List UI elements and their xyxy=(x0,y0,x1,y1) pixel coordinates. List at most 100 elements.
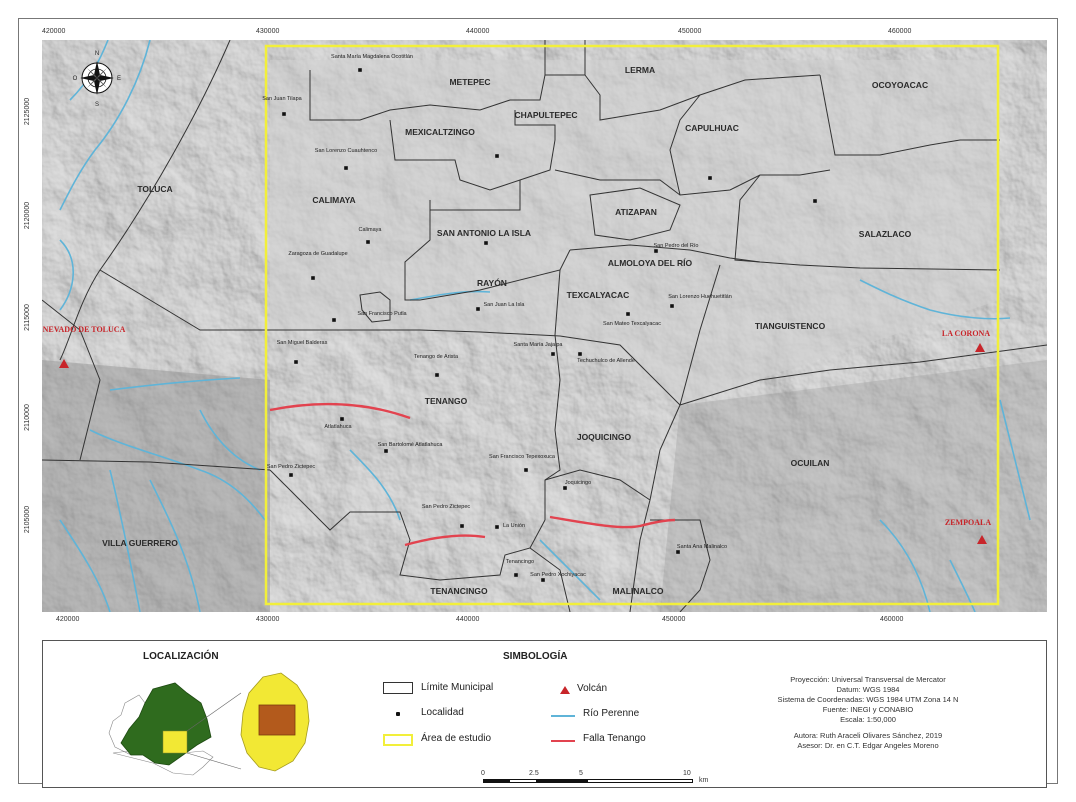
info-coordinate-system: Sistema de Coordenadas: WGS 1984 UTM Zon… xyxy=(777,695,959,704)
compass-east-label: E xyxy=(117,76,121,82)
municipio-label: MEXICALTZINGO xyxy=(405,127,475,137)
localidad-marker[interactable] xyxy=(332,318,336,322)
localidad-swatch xyxy=(396,712,400,716)
localidad-marker[interactable] xyxy=(495,525,499,529)
localidad-marker[interactable] xyxy=(282,112,286,116)
falla-tenango-swatch xyxy=(551,740,575,742)
top-coord-440000: 440000 xyxy=(466,28,490,35)
projection-info: Proyección: Universal Transversal de Mer… xyxy=(733,675,1003,751)
localidad-marker[interactable] xyxy=(384,449,388,453)
bottom-coord-430000: 430000 xyxy=(256,616,280,623)
localidad-marker[interactable] xyxy=(708,176,712,180)
inset-connector-bottom xyxy=(186,752,242,770)
left-coord-2120000: 2120000 xyxy=(24,201,32,230)
localidad-marker[interactable] xyxy=(366,240,370,244)
localidad-label: Tenango de Arista xyxy=(414,354,459,360)
municipio-label: OCOYOACAC xyxy=(872,80,928,90)
rio-perenne-label: Río Perenne xyxy=(583,708,640,719)
localidad-marker[interactable] xyxy=(358,68,362,72)
top-coord-420000: 420000 xyxy=(42,28,66,35)
inset-connector-top xyxy=(186,692,242,732)
localidad-marker[interactable] xyxy=(670,304,674,308)
localidad-label: San Mateo Texcalyacac xyxy=(603,321,661,327)
scale-bar xyxy=(483,779,693,783)
localidad-marker[interactable] xyxy=(551,352,555,356)
localidad-label: Calimaya xyxy=(359,227,383,233)
municipio-label: OCUILAN xyxy=(791,458,830,468)
left-coord-2110000: 2110000 xyxy=(23,404,31,431)
municipio-label: RAYÓN xyxy=(477,277,507,288)
localidad-marker[interactable] xyxy=(495,154,499,158)
scale-label-10: 10 xyxy=(683,770,691,777)
localidad-label: San Bartolomé Atlatlahuca xyxy=(378,442,444,448)
rivers xyxy=(59,40,1031,612)
area-estudio-label: Área de estudio xyxy=(421,733,492,744)
localidad-label: San Miguel Balderas xyxy=(277,340,328,346)
legend-panel: LOCALIZACIÓN SIMBOLOGÍA Límite Municipal… xyxy=(42,640,1047,788)
limite-municipal-label: Límite Municipal xyxy=(421,682,494,693)
compass-north-label: N xyxy=(95,51,99,57)
localidad-label: San Francisco Putla xyxy=(357,311,407,317)
study-area-map[interactable]: N S E O Santa María Magdalena OcotitlánS… xyxy=(42,40,1047,612)
localidad-label: San Lorenzo Cuauhtenco xyxy=(315,148,377,154)
municipio-label: TIANGUISTENCO xyxy=(755,321,826,331)
scale-unit: km xyxy=(699,777,709,784)
localidad-label: Joquicingo xyxy=(565,480,591,486)
left-coord-2115000: 2115000 xyxy=(23,304,31,331)
volcano-icon[interactable] xyxy=(59,359,69,368)
estado-de-mexico-shape xyxy=(120,682,212,766)
left-coord-2125000: 2125000 xyxy=(24,97,32,126)
localidad-marker[interactable] xyxy=(654,249,658,253)
volcano-icon[interactable] xyxy=(975,343,985,352)
info-projection: Proyección: Universal Transversal de Mer… xyxy=(790,675,946,684)
localidad-marker[interactable] xyxy=(813,199,817,203)
localidad-label: San Pedro Zictepec xyxy=(267,464,316,470)
localidad-label: Localidad xyxy=(421,707,464,718)
localidad-label: San Pedro Zictepec xyxy=(422,504,471,510)
municipio-label: TENANCINGO xyxy=(430,586,488,596)
localidad-label: San Pedro Xochiyacac xyxy=(530,572,586,578)
falla-tenango xyxy=(269,402,676,547)
top-coord-430000: 430000 xyxy=(256,28,280,35)
localidad-marker[interactable] xyxy=(563,486,567,490)
municipio-label: CHAPULTEPEC xyxy=(514,110,577,120)
compass-west-label: O xyxy=(73,76,78,82)
rio-perenne-swatch xyxy=(551,715,575,717)
area-estudio-swatch xyxy=(383,734,413,746)
volcano-label: ZEMPOALA xyxy=(945,518,991,527)
localidad-marker[interactable] xyxy=(344,166,348,170)
localidad-label: San Pedro del Río xyxy=(654,243,699,249)
info-source: Fuente: INEGI y CONABIO xyxy=(822,705,914,714)
localidad-marker[interactable] xyxy=(514,573,518,577)
localidad-label: Tenancingo xyxy=(506,559,534,565)
municipio-label: MALINALCO xyxy=(613,586,664,596)
localidad-marker[interactable] xyxy=(311,276,315,280)
localidad-marker[interactable] xyxy=(524,468,528,472)
localidad-marker[interactable] xyxy=(289,473,293,477)
municipio-label: ATIZAPAN xyxy=(615,207,657,217)
localidad-marker[interactable] xyxy=(340,417,344,421)
localidad-marker[interactable] xyxy=(626,312,630,316)
localidad-marker[interactable] xyxy=(435,373,439,377)
localidad-marker[interactable] xyxy=(460,524,464,528)
falla-tenango-label: Falla Tenango xyxy=(583,733,646,744)
top-coord-450000: 450000 xyxy=(678,28,702,35)
bottom-coord-460000: 460000 xyxy=(880,616,904,623)
scale-label-0: 0 xyxy=(481,770,485,777)
localidad-label: San Lorenzo Huehuetitlán xyxy=(668,294,732,300)
municipio-label: LERMA xyxy=(625,65,655,75)
localidad-marker[interactable] xyxy=(676,550,680,554)
volcano-label: NEVADO DE TOLUCA xyxy=(43,325,126,334)
localidad-marker[interactable] xyxy=(294,360,298,364)
volcano-icon[interactable] xyxy=(977,535,987,544)
inset-study-zone xyxy=(162,730,188,754)
localidad-label: San Francisco Tepexoxuca xyxy=(489,454,556,460)
north-arrow-icon xyxy=(80,61,114,95)
limite-municipal-swatch xyxy=(383,682,413,694)
localidad-marker[interactable] xyxy=(484,241,488,245)
localidad-marker[interactable] xyxy=(578,352,582,356)
municipio-label: TEXCALYACAC xyxy=(567,290,630,300)
localidad-marker[interactable] xyxy=(476,307,480,311)
localidad-marker[interactable] xyxy=(541,578,545,582)
